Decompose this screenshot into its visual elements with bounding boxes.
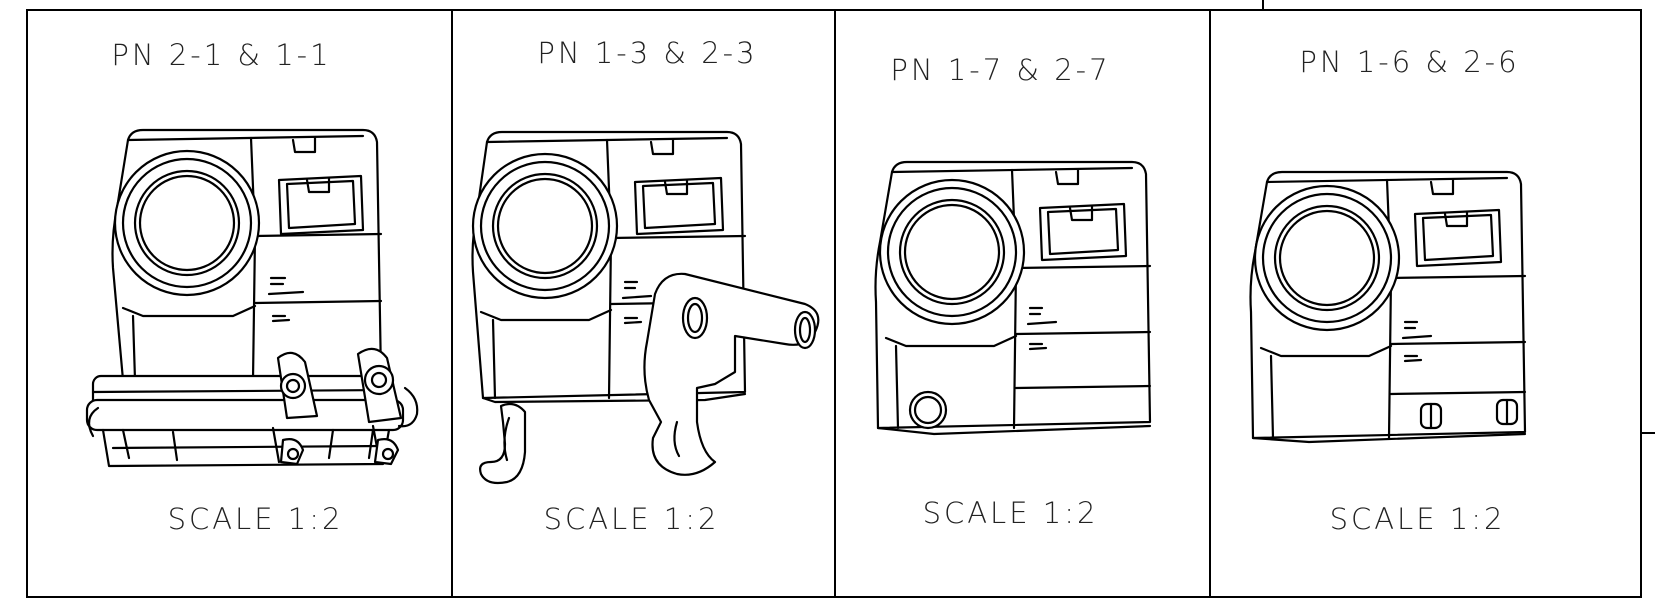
connector-hood-with-cable-clamp-drawing <box>465 122 833 522</box>
connector-hood-with-side-entry-drawing <box>874 152 1164 464</box>
view-panel: PN 1-3 & 2-3 <box>453 10 834 597</box>
frame-left-line <box>26 9 28 598</box>
scale-label: SCALE 1:2 <box>167 502 344 536</box>
view-panel: PN 1-7 & 2-7 SCALE 1:2 <box>836 10 1209 597</box>
part-number-label: PN 1-3 & 2-3 <box>537 36 758 70</box>
frame-divider-1 <box>451 9 453 598</box>
side-tick <box>1641 432 1655 434</box>
part-number-label: PN 1-7 & 2-7 <box>890 53 1111 87</box>
frame-top-line <box>26 9 1641 11</box>
view-panel: PN 1-6 & 2-6 SCALE 1:2 <box>1211 10 1640 597</box>
part-number-label: PN 1-6 & 2-6 <box>1299 45 1520 79</box>
frame-divider-3 <box>1209 9 1211 598</box>
connector-hood-with-twin-entry-drawing <box>1249 162 1539 474</box>
frame-divider-2 <box>834 9 836 598</box>
part-number-label: PN 2-1 & 1-1 <box>111 38 332 72</box>
scale-label: SCALE 1:2 <box>922 496 1099 530</box>
scale-label: SCALE 1:2 <box>1329 502 1506 536</box>
scale-label: SCALE 1:2 <box>543 502 720 536</box>
view-panel: PN 2-1 & 1-1 <box>28 10 451 597</box>
title-block-stub <box>1262 0 1264 10</box>
frame-right-line <box>1640 9 1642 598</box>
connector-hood-with-locking-lever-drawing <box>83 118 438 503</box>
frame-bottom-line <box>26 596 1641 598</box>
